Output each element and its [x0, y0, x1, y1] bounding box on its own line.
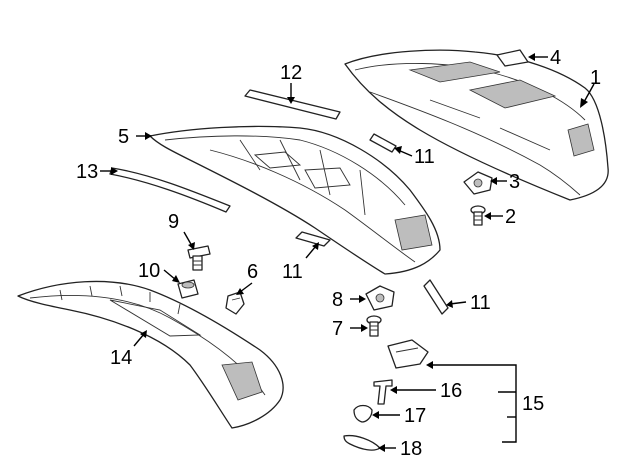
label-strip-part [496, 49, 529, 67]
bumper-pad-part-18 [343, 434, 381, 451]
push-clip-part-9 [187, 245, 211, 271]
callout-13: 13 [76, 161, 98, 183]
callout-1: 1 [590, 67, 601, 89]
callout-11c: 11 [470, 292, 491, 314]
callout-3: 3 [509, 171, 520, 193]
inner-panel-part [149, 125, 441, 275]
callout-10: 10 [138, 260, 160, 282]
callout-8: 8 [332, 289, 343, 311]
callout-11a: 11 [414, 146, 435, 168]
clip-part-6 [225, 291, 245, 315]
nut-retainer-part-8 [365, 285, 395, 311]
bracket-assembly-part [387, 339, 429, 369]
plug-part-17 [353, 404, 373, 423]
callout-11b: 11 [282, 261, 303, 283]
pad-strip-part-11a [369, 133, 397, 153]
bolt-part-2 [470, 205, 486, 226]
trim-panel-part [17, 280, 284, 429]
grommet-part-10 [177, 279, 199, 299]
callout-5: 5 [118, 126, 129, 148]
pad-strip-part-11c [423, 279, 449, 315]
callout-14: 14 [110, 347, 132, 369]
callout-6: 6 [247, 261, 258, 283]
callout-2: 2 [505, 206, 516, 228]
callout-18: 18 [400, 438, 422, 460]
callout-7: 7 [332, 318, 343, 340]
callout-16: 16 [440, 380, 462, 402]
seal-strip-part-12 [244, 89, 341, 120]
callout-labels: 1 2 3 4 5 6 7 8 9 10 11 11 11 12 13 14 1… [76, 47, 601, 460]
pin-part-16 [373, 379, 393, 405]
pad-strip-part-11b [295, 231, 331, 247]
callout-12: 12 [280, 62, 302, 84]
nut-retainer-part-3 [463, 171, 493, 195]
callout-17: 17 [404, 405, 426, 427]
leader-lines [100, 53, 595, 452]
bolt-part-7 [366, 315, 382, 337]
callout-9: 9 [168, 211, 179, 233]
seal-strip-part-13 [109, 167, 231, 213]
callout-4: 4 [550, 47, 561, 69]
callout-15: 15 [522, 393, 544, 415]
outer-panel-part [344, 49, 609, 201]
